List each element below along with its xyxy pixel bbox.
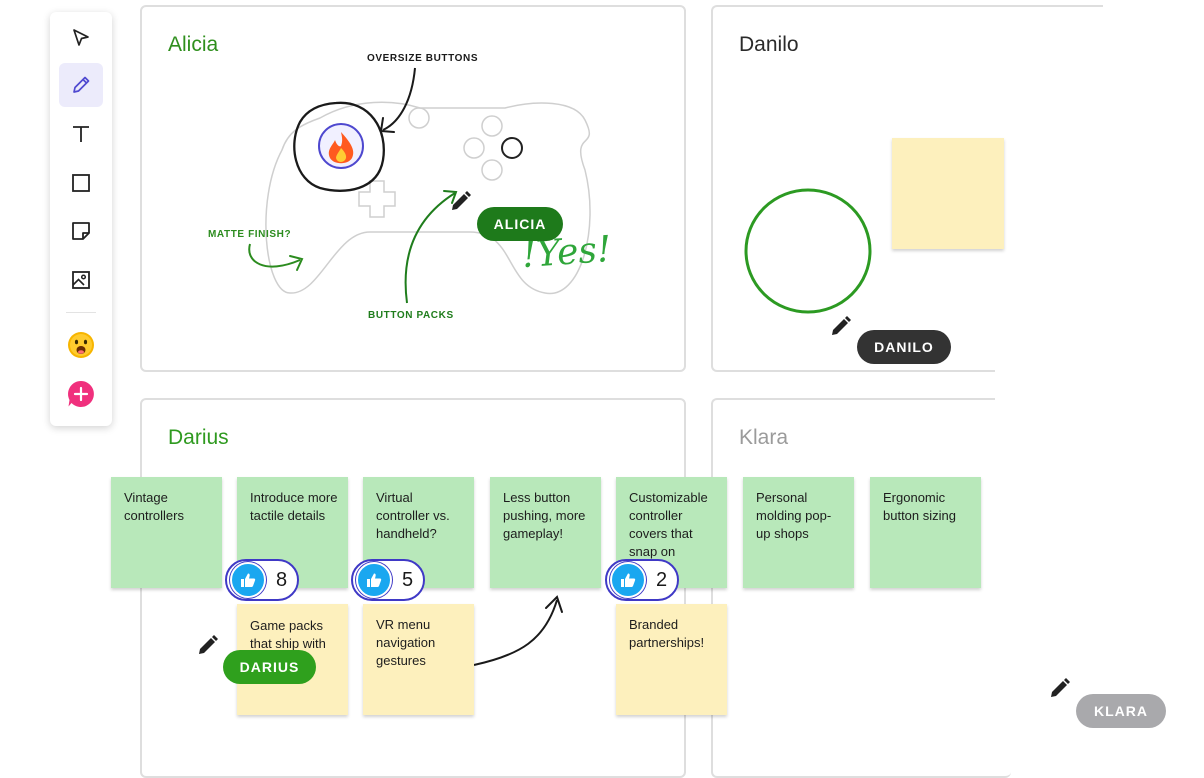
cursor-label-alicia: ALICIA bbox=[477, 207, 563, 241]
sticky-note[interactable]: VR menu navigation gestures bbox=[363, 604, 474, 715]
frame-title: Darius bbox=[168, 426, 229, 449]
pencil-icon[interactable] bbox=[59, 63, 103, 107]
select-arrow-icon[interactable] bbox=[59, 16, 103, 60]
sticky-note[interactable]: Less button pushing, more gameplay! bbox=[490, 477, 601, 588]
frame-alicia[interactable]: Alicia bbox=[140, 5, 686, 372]
frame-title: Klara bbox=[739, 426, 789, 449]
pencil-cursor-icon bbox=[1049, 677, 1071, 704]
cursor-label-klara: KLARA bbox=[1076, 694, 1166, 728]
sticky-note[interactable]: Vintage controllers bbox=[111, 477, 222, 588]
pencil-cursor-icon bbox=[450, 190, 472, 217]
thumbs-up-icon bbox=[230, 562, 266, 598]
toolbar-divider bbox=[66, 312, 96, 313]
sticky-note[interactable] bbox=[892, 138, 1004, 249]
pencil-cursor-icon bbox=[197, 634, 219, 661]
sticky-note[interactable]: Branded partnerships! bbox=[616, 604, 727, 715]
vote-count: 5 bbox=[402, 568, 414, 591]
frame-title: Alicia bbox=[168, 33, 219, 56]
add-comment-icon[interactable] bbox=[59, 372, 103, 416]
frame-klara[interactable]: Klara bbox=[711, 398, 1011, 778]
annotation-oversize-buttons: OVERSIZE BUTTONS bbox=[367, 53, 479, 64]
frame-fade bbox=[995, 396, 1035, 402]
image-tool-icon[interactable] bbox=[59, 258, 103, 302]
vote-badge[interactable]: 5 bbox=[351, 559, 425, 601]
frame-title: Danilo bbox=[739, 33, 799, 56]
annotation-button-packs: BUTTON PACKS bbox=[368, 310, 454, 321]
text-tool-icon[interactable] bbox=[59, 112, 103, 156]
vote-count: 8 bbox=[276, 568, 288, 591]
vote-count: 2 bbox=[656, 568, 668, 591]
cursor-label-danilo: DANILO bbox=[857, 330, 951, 364]
thumbs-up-icon bbox=[610, 562, 646, 598]
pencil-cursor-icon bbox=[830, 315, 852, 342]
frame-fade bbox=[995, 368, 1115, 376]
sticky-note[interactable]: Ergonomic button sizing bbox=[870, 477, 981, 588]
annotation-matte-finish: MATTE FINISH? bbox=[208, 229, 292, 240]
emoji-reaction-icon[interactable] bbox=[59, 323, 103, 367]
sticky-note-icon[interactable] bbox=[59, 209, 103, 253]
cursor-label-darius: DARIUS bbox=[223, 650, 316, 684]
vote-badge[interactable]: 8 bbox=[225, 559, 299, 601]
thumbs-up-icon bbox=[356, 562, 392, 598]
rectangle-tool-icon[interactable] bbox=[59, 161, 103, 205]
vote-badge[interactable]: 2 bbox=[605, 559, 679, 601]
drawing-toolbar bbox=[50, 12, 112, 426]
sticky-note[interactable]: Personal molding pop-up shops bbox=[743, 477, 854, 588]
